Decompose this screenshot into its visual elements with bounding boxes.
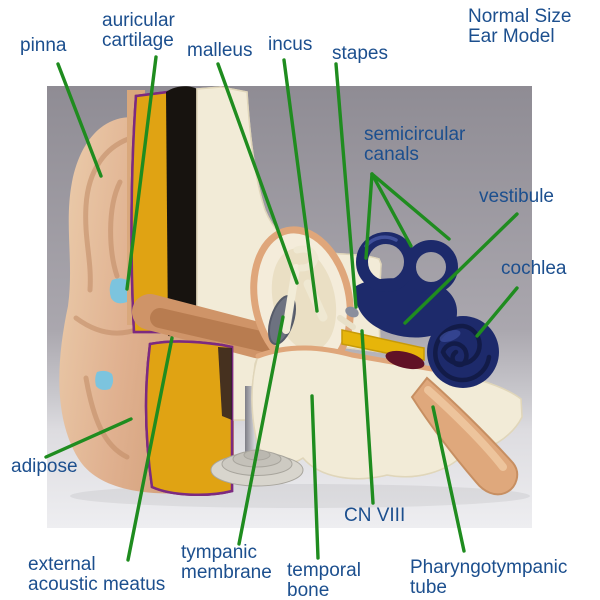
leader-line-auricular-cartilage: [125, 55, 158, 291]
leader-line-semicircular-canals-2: [370, 172, 413, 248]
label-tympanic-membrane: tympanic membrane: [181, 542, 272, 583]
label-incus: incus: [268, 34, 313, 55]
leader-line-external-acoustic-meatus: [126, 336, 174, 562]
label-malleus: malleus: [187, 40, 253, 61]
label-cn-viii: CN VIII: [344, 505, 406, 526]
leader-line-semicircular-canals-1: [364, 172, 374, 260]
page-title: Normal Size Ear Model: [468, 6, 572, 47]
leader-line-vestibule: [403, 212, 519, 325]
leader-line-adipose: [44, 417, 133, 459]
leader-line-cn-viii: [360, 329, 375, 505]
label-semicircular-canals: semicircular canals: [364, 124, 466, 165]
cartilage-black-strip: [166, 86, 197, 338]
leader-line-stapes: [334, 62, 358, 309]
label-pharyngotympanic-tube: Pharyngotympanic tube: [410, 557, 568, 598]
leader-line-tympanic-membrane: [237, 315, 285, 546]
adipose-lower-block: [144, 340, 234, 497]
leader-line-cochlea: [475, 286, 519, 338]
oval-window: [345, 306, 359, 318]
label-stapes: stapes: [332, 43, 388, 64]
label-cochlea: cochlea: [501, 258, 567, 279]
inner-ear: [345, 232, 499, 388]
external-acoustic-meatus-canal: [132, 294, 298, 364]
label-auricular-cartilage: auricular cartilage: [102, 10, 175, 51]
label-vestibule: vestibule: [479, 186, 554, 207]
pharyngotympanic-tube-shape: [410, 376, 519, 496]
leader-line-incus: [282, 58, 319, 313]
label-temporal-bone: temporal bone: [287, 560, 361, 600]
nerve-maroon: [385, 350, 425, 370]
leader-line-temporal-bone: [310, 394, 320, 560]
leader-line-pinna: [56, 62, 103, 178]
label-adipose: adipose: [11, 456, 78, 477]
semicircular-canal-loop-2: [404, 240, 458, 294]
cartilage-blue-patch-lower: [95, 370, 114, 390]
leader-line-malleus: [216, 62, 299, 285]
label-external-acoustic-meatus: external acoustic meatus: [28, 554, 166, 595]
leader-line-semicircular-canals-3: [370, 172, 451, 241]
stapes-shape: [337, 315, 356, 330]
label-pinna: pinna: [20, 35, 67, 56]
leader-lines: [44, 55, 519, 562]
leader-line-pharyngotympanic-tube: [431, 405, 466, 553]
